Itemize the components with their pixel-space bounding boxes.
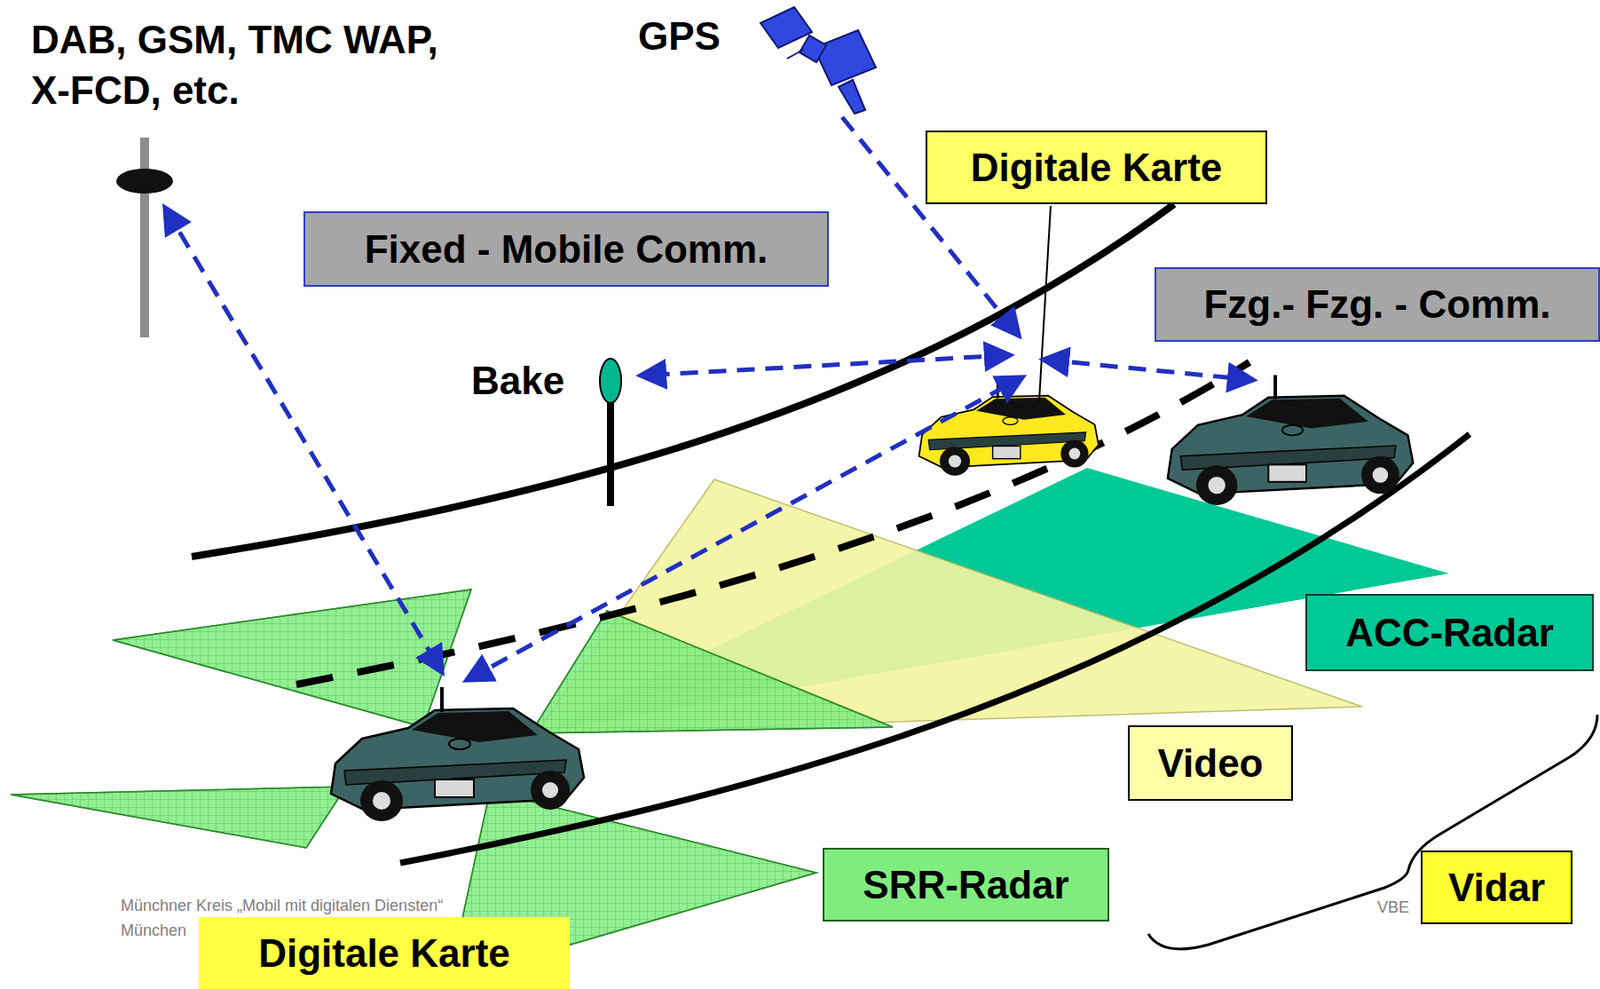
beacon-head [599, 358, 622, 403]
box-label: Video [1157, 740, 1263, 786]
broadcast-label: DAB, GSM, TMC WAP, X-FCD, etc. [31, 14, 458, 116]
box-label: Fzg.- Fzg. - Comm. [1203, 282, 1551, 327]
footer-note: München [120, 921, 187, 940]
car-ego [331, 686, 584, 821]
beacon-post [606, 399, 615, 506]
box-label: Fixed - Mobile Comm. [364, 227, 769, 272]
gps-satellite [760, 7, 876, 114]
sensor-box: Vidar [1420, 850, 1573, 924]
mast-antenna [116, 168, 174, 194]
car-yellow [919, 380, 1099, 476]
leader-line [1039, 205, 1051, 402]
map-box: Digitale Karte [198, 916, 570, 989]
box-label: Digitale Karte [970, 145, 1223, 190]
box-label: Digitale Karte [258, 930, 511, 976]
box-label: ACC-Radar [1345, 610, 1554, 655]
car-ahead [1167, 374, 1413, 505]
comm-box: Fixed - Mobile Comm. [303, 211, 829, 287]
sensor-box: Video [1127, 725, 1293, 801]
lane-marking [296, 362, 1250, 685]
satellite-label: GPS [638, 14, 721, 60]
radio-mast [140, 137, 150, 338]
sensor-box: ACC-Radar [1305, 593, 1594, 671]
sensor-box: SRR-Radar [822, 847, 1110, 922]
box-label: SRR-Radar [862, 862, 1069, 907]
map-box: Digitale Karte [925, 130, 1268, 205]
box-label: Vidar [1448, 865, 1545, 910]
comm-box: Fzg.- Fzg. - Comm. [1154, 267, 1600, 342]
footer-note: Münchner Kreis „Mobil mit digitalen Dien… [120, 896, 443, 915]
beacon-label: Bake [471, 358, 565, 404]
footer-note: VBE [1377, 898, 1410, 917]
bracket [1148, 714, 1598, 949]
